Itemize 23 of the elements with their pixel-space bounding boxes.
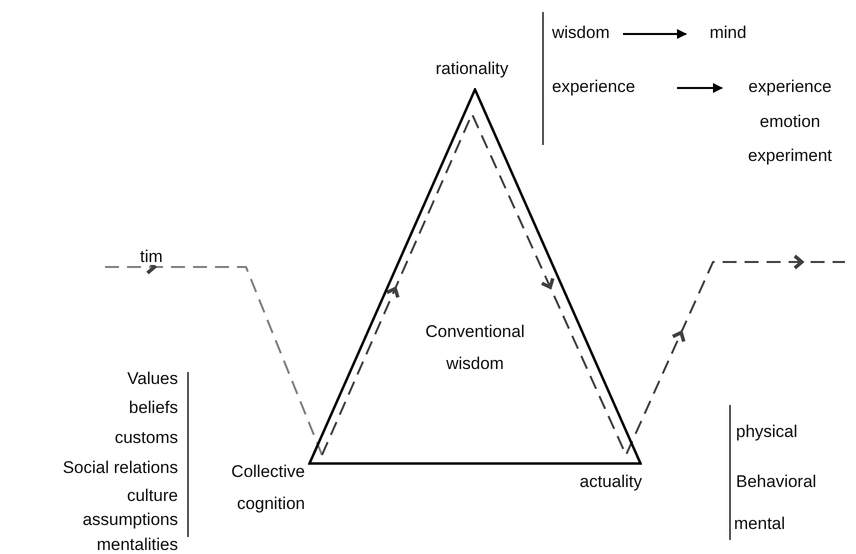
corner-label: rationality — [434, 60, 510, 77]
corner-label: Collective cognition — [230, 461, 305, 516]
text-label: physical — [736, 423, 798, 440]
text-label: Values — [127, 370, 178, 387]
corner-label: actuality — [580, 473, 642, 490]
node-text: experience — [552, 78, 636, 95]
node-text: mind — [710, 24, 746, 41]
arrow — [623, 29, 687, 39]
node-text: emotion — [760, 112, 820, 130]
node-text: experiment — [748, 147, 832, 164]
text-label: assumptions — [82, 511, 178, 528]
node-text: Conventional wisdom — [424, 321, 526, 376]
text-label: tim — [140, 248, 163, 265]
text-label: Behavioral — [736, 473, 816, 490]
text-label: mental — [734, 515, 786, 532]
text-label: beliefs — [128, 399, 178, 416]
node-text: wisdom — [552, 24, 610, 41]
text-label: culture — [126, 487, 178, 504]
text-label: Social relations — [62, 459, 178, 476]
text-label: mentalities — [96, 536, 178, 553]
node-text: experience — [748, 78, 832, 95]
text-label: customs — [114, 429, 178, 446]
arrow — [677, 83, 723, 93]
